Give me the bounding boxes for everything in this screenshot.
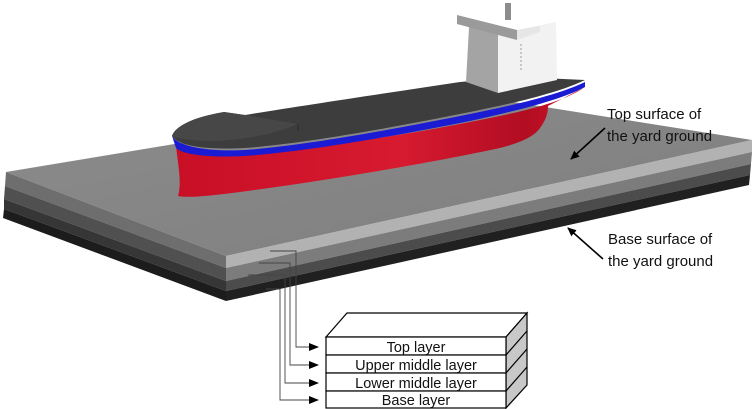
base-surface-callout-line1: Base surface of	[608, 231, 713, 248]
top-surface-callout-line1: Top surface of	[607, 106, 702, 123]
base-surface-callout-line2: the yard ground	[608, 253, 714, 270]
left-face-lower-middle-layer	[4, 199, 226, 291]
layer-label-lower-middle: Lower middle layer	[355, 376, 477, 392]
right-face-base-layer	[226, 175, 750, 301]
layer-leader-lines	[248, 250, 319, 404]
base-surface-callout: Base surface of the yard ground	[608, 229, 713, 273]
left-face-top-layer	[5, 172, 226, 268]
layer-box-top	[324, 312, 529, 338]
layer-row-base	[325, 390, 507, 409]
left-face-base-layer	[3, 209, 226, 301]
top-surface-callout: Top surface of the yard ground	[607, 104, 712, 148]
right-face-top-layer	[226, 140, 752, 268]
right-face-upper-middle-layer	[226, 152, 752, 281]
ship-hull	[176, 87, 585, 197]
layer-label-upper-middle: Upper middle layer	[355, 358, 477, 374]
top-surface-callout-line2: the yard ground	[607, 128, 713, 145]
right-face-lower-middle-layer	[226, 164, 751, 291]
layer-label-top: Top layer	[387, 340, 446, 356]
yard-ground-top-surface	[6, 95, 752, 256]
layer-legend-box	[324, 311, 529, 409]
ship-forecastle	[172, 112, 298, 142]
yard-ground-slab	[3, 95, 752, 301]
left-face-upper-middle-layer	[4, 186, 226, 281]
ship-superstructure	[457, 3, 557, 93]
base-surface-arrow	[567, 227, 604, 260]
layer-label-base: Base layer	[382, 393, 451, 409]
ship-model	[172, 3, 585, 197]
top-surface-arrow	[570, 127, 606, 160]
